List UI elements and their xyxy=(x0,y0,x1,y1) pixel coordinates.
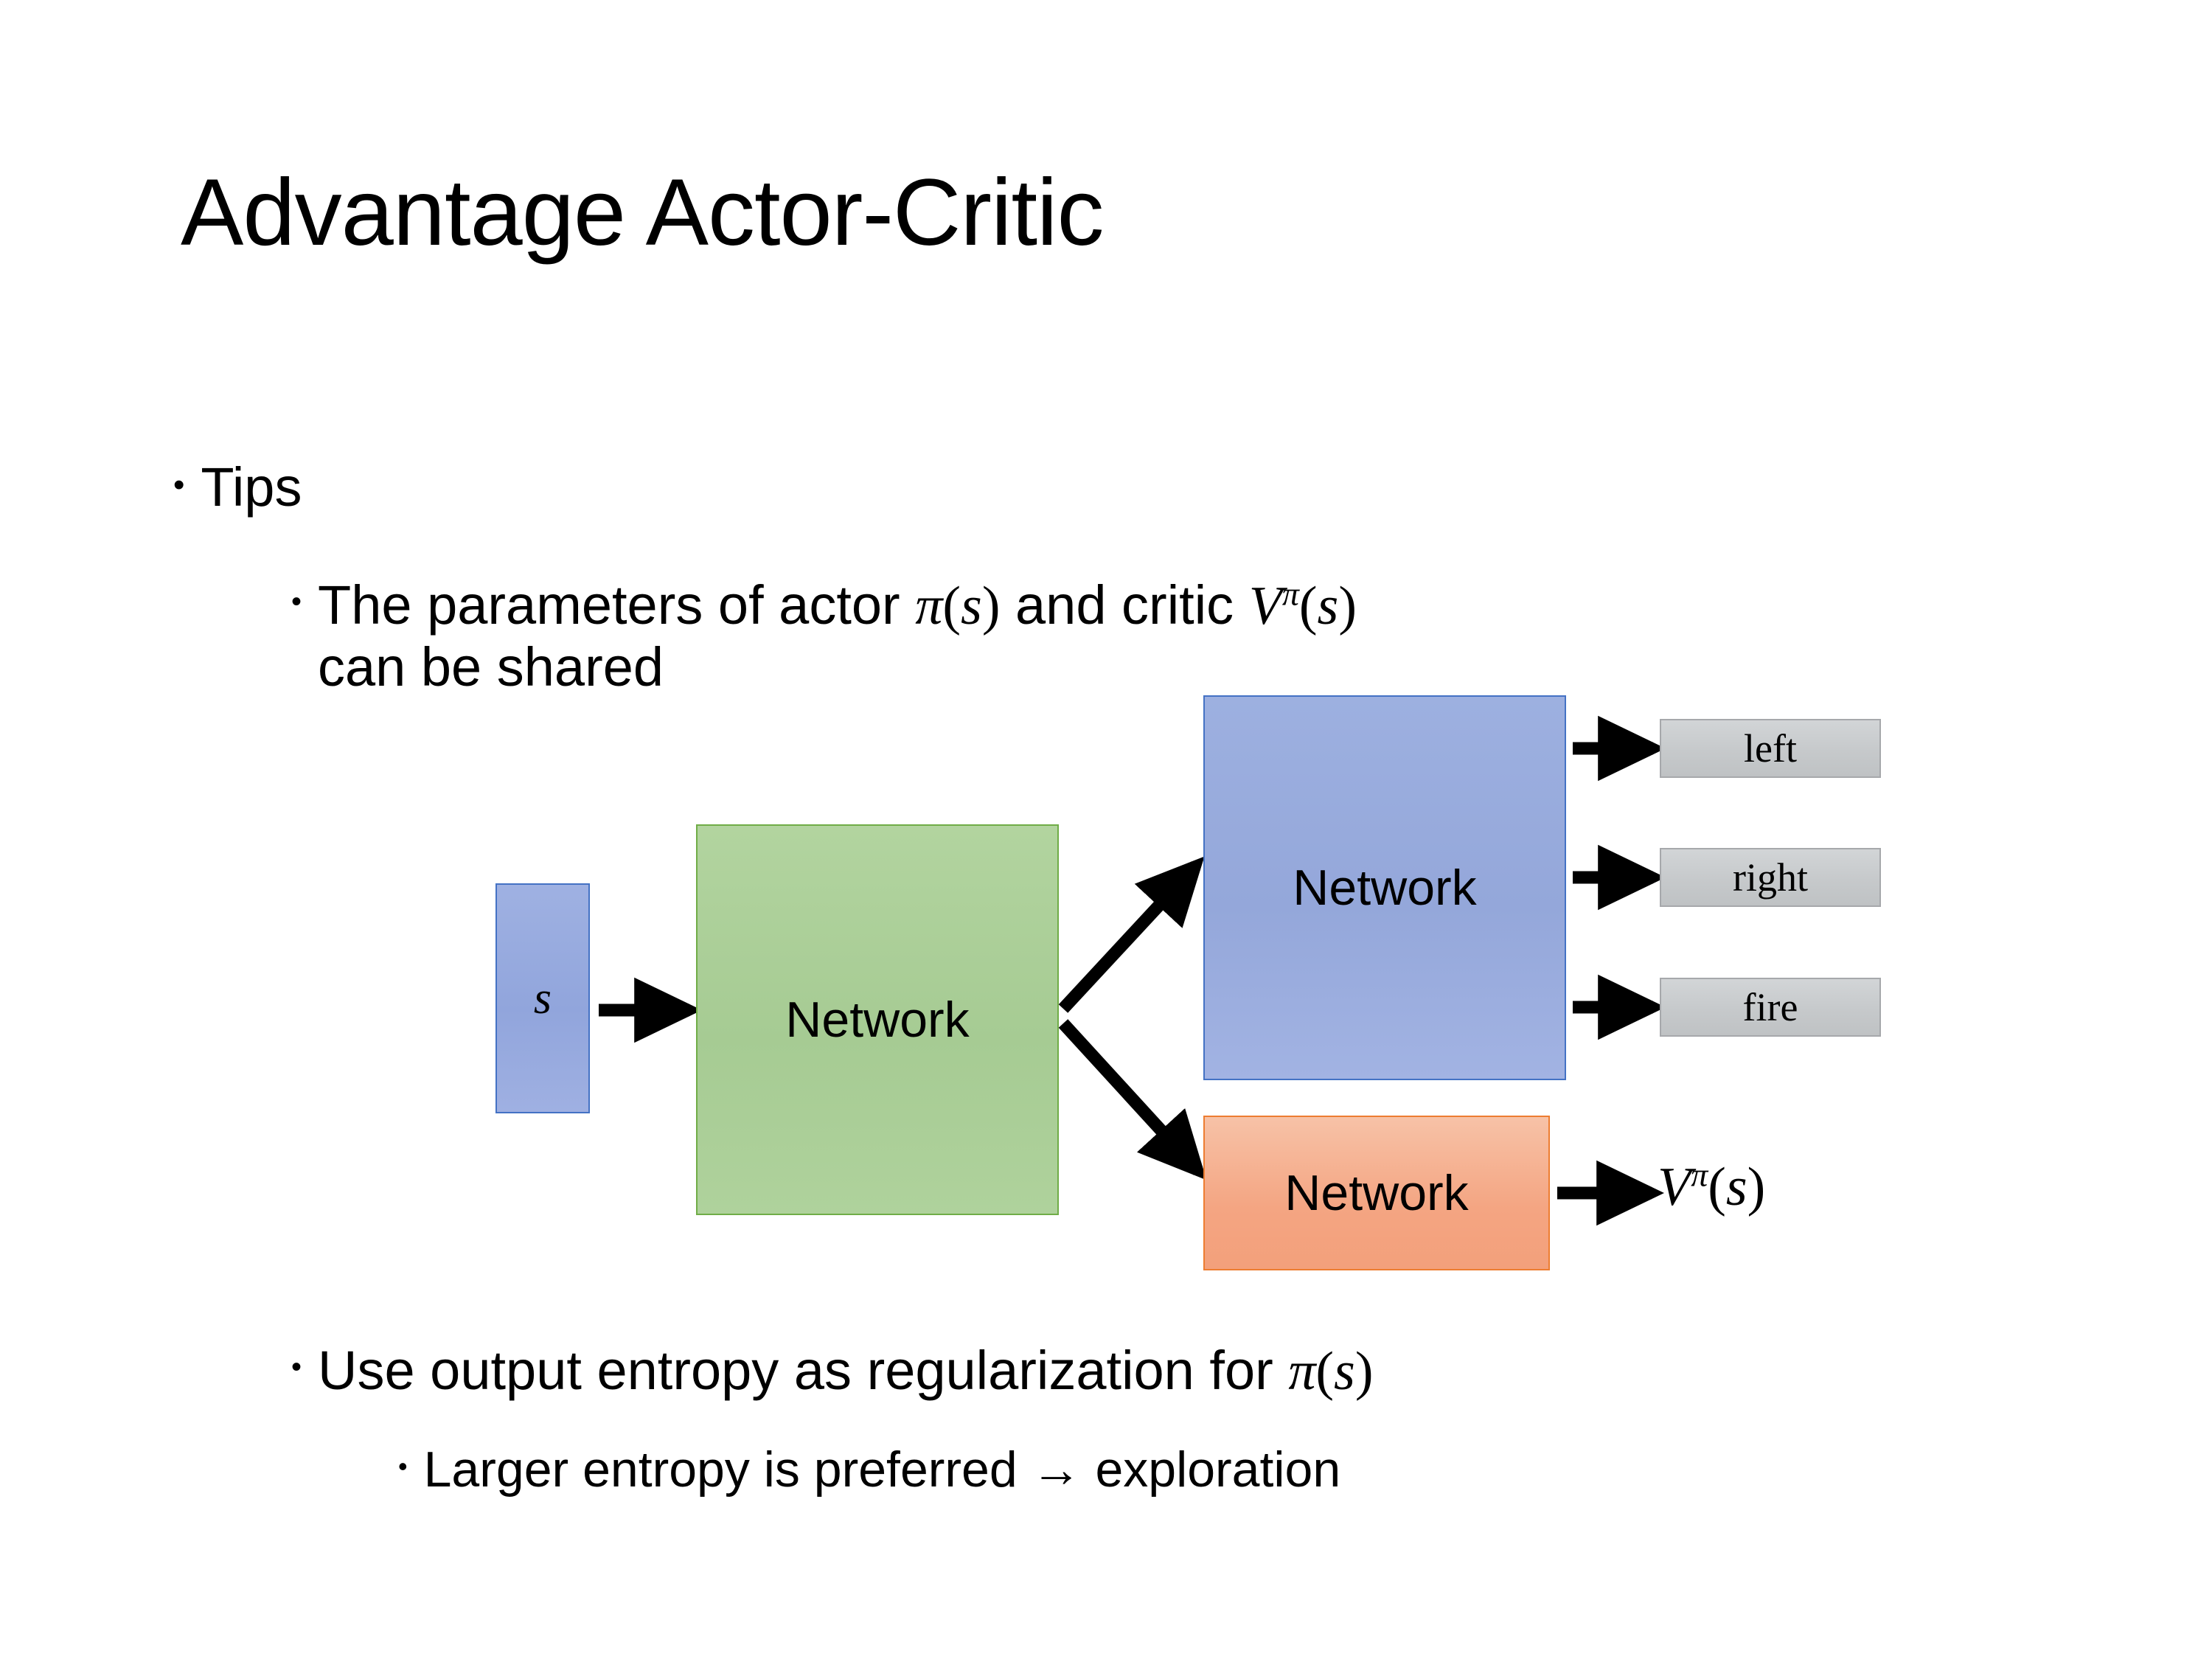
critic-network-box[interactable]: Network xyxy=(1203,1116,1550,1270)
shared-params-middle: and critic xyxy=(1000,574,1249,636)
policy-function-pi: π(s) xyxy=(1288,1341,1374,1402)
bullet-entropy-regularization: • Use output entropy as regularization f… xyxy=(291,1340,1374,1402)
state-symbol: s xyxy=(533,973,552,1023)
bullet-glyph: • xyxy=(291,1351,302,1383)
actor-network-box[interactable]: Network xyxy=(1203,695,1566,1080)
bullet-glyph: • xyxy=(173,467,185,503)
critic-output-exponent: π xyxy=(1691,1155,1708,1194)
critic-function-v-pi: Vπ(s) xyxy=(1248,574,1357,636)
critic-output-label: Vπ(s) xyxy=(1658,1155,1765,1219)
shared-params-prefix: The parameters of actor xyxy=(318,574,916,636)
action-box-right[interactable]: right xyxy=(1660,848,1881,907)
trunk-network-label: Network xyxy=(785,992,970,1048)
bullet-shared-parameters-text: The parameters of actor π(s) and critic … xyxy=(318,574,1357,698)
critic-output-base: V xyxy=(1658,1157,1691,1217)
bullet-tips: • Tips xyxy=(173,456,302,518)
critic-output-argument: (s) xyxy=(1708,1157,1766,1217)
action-label-right: right xyxy=(1733,855,1808,900)
actor-network-label: Network xyxy=(1293,860,1477,916)
bullet-tips-label: Tips xyxy=(201,456,302,518)
actor-function-pi: π(s) xyxy=(915,576,1001,636)
trunk-network-box[interactable]: Network xyxy=(696,824,1059,1215)
action-box-left[interactable]: left xyxy=(1660,719,1881,778)
bullet-glyph: • xyxy=(291,585,302,618)
arrow-trunk-to-actor xyxy=(1058,856,1205,1013)
action-box-fire[interactable]: fire xyxy=(1660,978,1881,1037)
action-label-fire: fire xyxy=(1742,985,1798,1029)
arrow-trunk-to-critic xyxy=(1058,1019,1207,1180)
action-label-left: left xyxy=(1744,726,1797,771)
state-input-box[interactable]: s xyxy=(495,883,590,1113)
bullet-shared-parameters: • The parameters of actor π(s) and criti… xyxy=(291,574,1357,698)
entropy-prefix: Use output entropy as regularization for xyxy=(318,1340,1289,1401)
bullet-exploration-text: Larger entropy is preferred → exploratio… xyxy=(423,1441,1341,1498)
bullet-glyph: • xyxy=(398,1451,408,1481)
bullet-exploration: • Larger entropy is preferred → explorat… xyxy=(398,1441,1340,1498)
bullet-entropy-text: Use output entropy as regularization for… xyxy=(318,1340,1374,1402)
critic-network-label: Network xyxy=(1284,1165,1469,1221)
shared-params-line-2: can be shared xyxy=(318,636,664,698)
page-title: Advantage Actor-Critic xyxy=(181,160,1104,265)
